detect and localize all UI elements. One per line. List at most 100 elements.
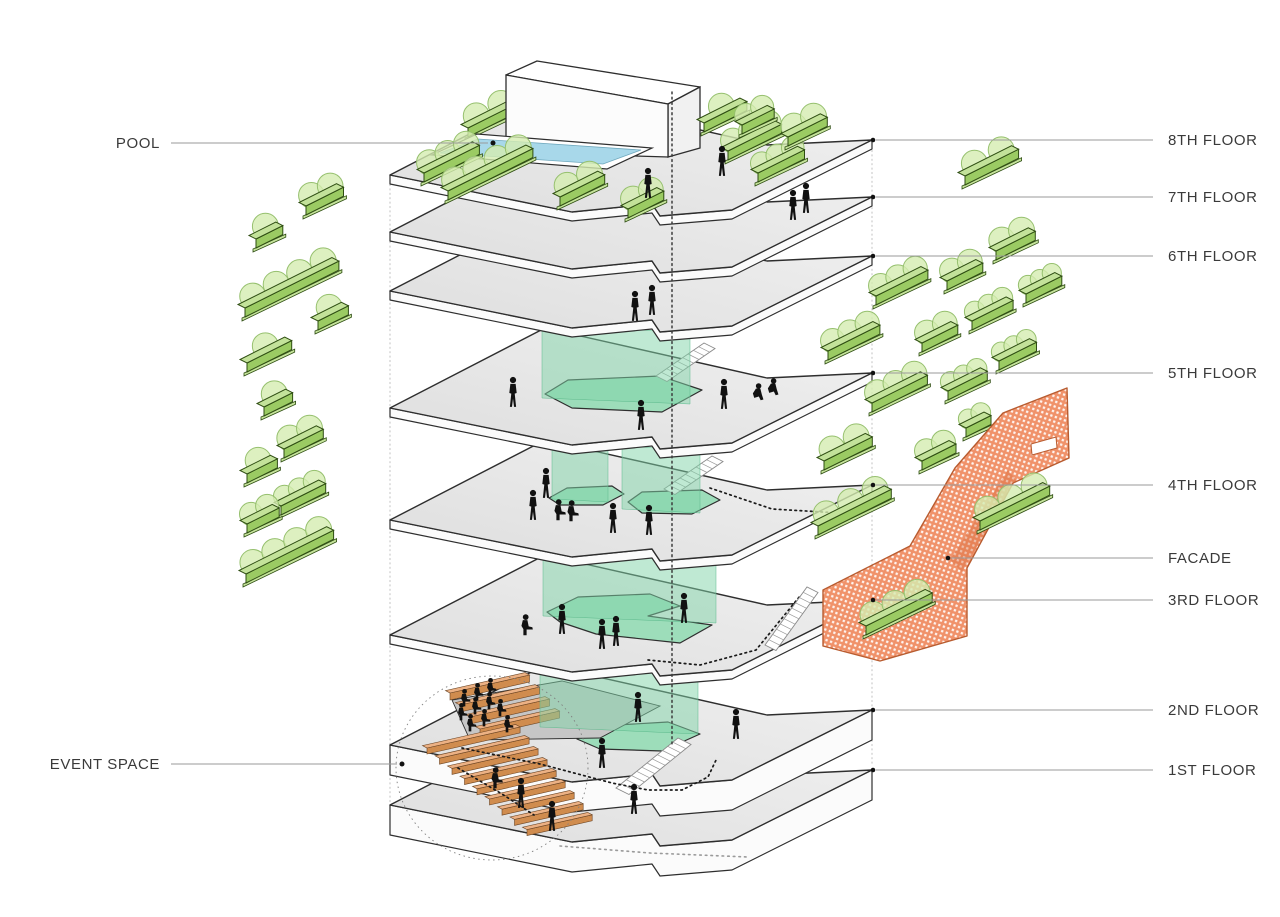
planter-top [809, 485, 893, 527]
label-facade: FACADE [1168, 550, 1232, 567]
stair-tread [780, 623, 792, 630]
planter [913, 429, 960, 475]
stair-tread [701, 463, 713, 470]
planter-base [302, 195, 347, 220]
planter-top [749, 145, 806, 174]
planter-top [990, 338, 1038, 362]
planter-top [238, 336, 293, 364]
planter [779, 102, 831, 151]
planter [309, 293, 352, 335]
planter-top [551, 170, 606, 198]
planter-top [255, 388, 294, 408]
planter [990, 328, 1040, 375]
label-4th-floor: 4TH FLOOR [1168, 477, 1258, 494]
planter-base [280, 437, 327, 463]
planter [238, 446, 281, 488]
planter-base [824, 332, 884, 365]
planter-base [862, 600, 936, 640]
planter [819, 310, 884, 365]
planter [815, 423, 876, 475]
planter-base [784, 125, 831, 151]
planter-top [963, 296, 1015, 322]
leader-dot [945, 555, 951, 561]
planter-base [976, 493, 1054, 535]
leader-dot [870, 194, 876, 200]
planter-top [857, 588, 934, 627]
wood-step-top [509, 801, 585, 820]
stair-tread [652, 758, 666, 766]
dotted-guide-line [647, 595, 801, 666]
stair-tread [626, 779, 640, 787]
label-pool: POOL [116, 135, 160, 152]
event-space-stair [421, 724, 594, 836]
building-stack [389, 60, 873, 877]
stair-tread [636, 771, 650, 779]
stair-tread [631, 775, 645, 783]
wood-step-top [421, 724, 521, 749]
planter-base [872, 277, 932, 310]
planter-base [918, 332, 962, 357]
planter-top [415, 141, 481, 174]
planter [247, 212, 287, 253]
planter-top [779, 113, 829, 138]
planter-top [733, 104, 776, 126]
stair-body [764, 586, 819, 652]
label-6th-floor: 6TH FLOOR [1168, 248, 1258, 265]
wood-step-top [484, 779, 567, 800]
planter-base [814, 497, 895, 540]
planter-top [863, 371, 929, 404]
planter-base [444, 156, 537, 205]
wood-step-top [444, 672, 531, 694]
planter [913, 310, 962, 357]
wood-step-top [434, 735, 530, 759]
label-2nd-floor: 2ND FLOOR [1168, 702, 1259, 719]
planter-top [236, 257, 341, 309]
stair-tread [799, 597, 811, 604]
planter-top [238, 503, 281, 525]
circulation-overlay [395, 91, 673, 861]
label-1st-floor: 1ST FLOOR [1168, 762, 1256, 779]
stair-3rd-facade [764, 586, 819, 652]
planter [957, 402, 995, 442]
leader-dot [870, 597, 876, 603]
planter-top [695, 97, 749, 124]
planter-top [297, 183, 345, 207]
planter-base [556, 182, 609, 211]
planter-base [243, 348, 296, 377]
planter-top [956, 145, 1020, 177]
planter [551, 160, 609, 211]
stair-tread [706, 459, 718, 466]
label-8th-floor: 8TH FLOOR [1168, 132, 1258, 149]
planter [733, 94, 778, 139]
label-3rd-floor: 3RD FLOOR [1168, 592, 1259, 609]
planter-top [1017, 272, 1063, 295]
planter-base [241, 268, 343, 322]
planter-top [957, 411, 993, 429]
event-space-circle [395, 675, 589, 861]
planter-top [867, 266, 930, 297]
planter [1017, 263, 1066, 308]
planter-base [944, 379, 991, 405]
planter-base [242, 538, 338, 588]
planter-top [815, 432, 874, 462]
planter-top [439, 144, 535, 192]
planter-base [314, 313, 352, 335]
planter-base [738, 116, 778, 139]
planter-base [252, 233, 287, 253]
planter-top [309, 301, 350, 322]
leader-dot [870, 707, 876, 713]
stair-tread [662, 750, 676, 758]
planter-top [938, 259, 984, 282]
planter-top [971, 482, 1051, 522]
planter [255, 380, 297, 421]
wood-step-top [521, 812, 594, 830]
leader-dot [870, 482, 876, 488]
facade-mesh-panel [822, 387, 1070, 662]
dotted-guide-line [457, 767, 535, 816]
planter-top [238, 454, 279, 475]
planter-base [820, 444, 876, 475]
leader-dot [870, 370, 876, 376]
leader-dot [870, 137, 876, 143]
